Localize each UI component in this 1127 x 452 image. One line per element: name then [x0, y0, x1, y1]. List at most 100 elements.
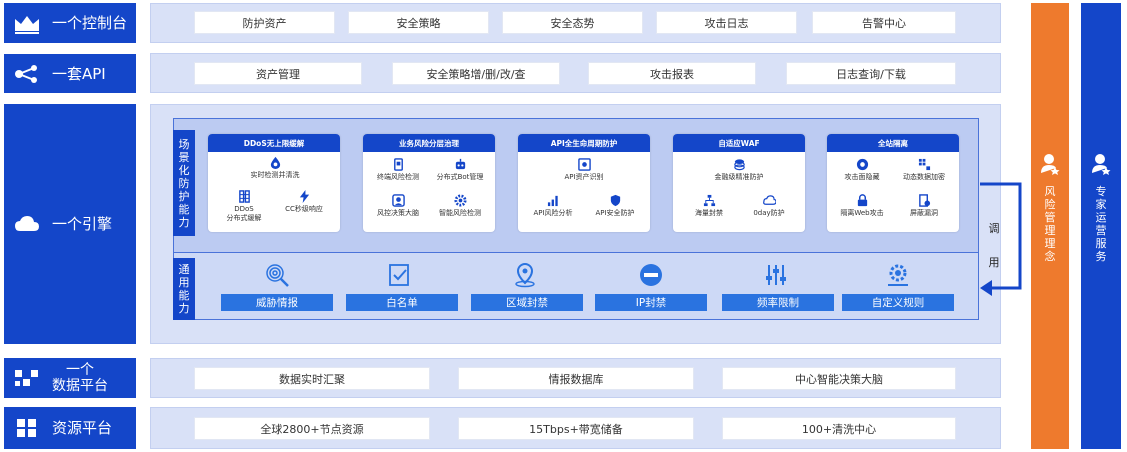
resource-chip: 100+清洗中心 — [722, 417, 956, 440]
card-title: DDoS无上限缓解 — [208, 134, 340, 152]
card-item: 动态数据加密 — [891, 158, 957, 182]
scene-card-api: API全生命周期防护 API资产识别 API风险分析 API安全防护 — [518, 134, 650, 232]
row-label-text: 一套API — [52, 64, 106, 83]
card-title: API全生命周期防护 — [518, 134, 650, 152]
card-title: 业务风险分层治理 — [363, 134, 495, 152]
resource-chip: 15Tbps+带宽储备 — [458, 417, 694, 440]
api-chip: 日志查询/下载 — [786, 62, 956, 85]
card-item: 屏蔽漏洞 — [891, 194, 957, 218]
user-star-icon — [1092, 154, 1111, 175]
card-item: 分布式Bot管理 — [427, 158, 493, 182]
grid-icon — [17, 419, 36, 437]
common-item-custom-rule: 自定义规则 — [842, 262, 954, 314]
row-label-control: 一个控制台 — [4, 3, 136, 43]
common-item-rate-limit: 频率限制 — [722, 262, 834, 314]
common-item-ip-block: IP封禁 — [595, 262, 707, 314]
drop-scan-icon — [270, 156, 280, 169]
scene-card-isolation: 全站隔离 攻击面隐藏 动态数据加密 隔离Web攻击 屏蔽漏洞 — [827, 134, 959, 232]
card-item: CC秒级响应 — [274, 190, 334, 214]
resource-chip: 全球2800+节点资源 — [194, 417, 430, 440]
control-chip: 安全策略 — [348, 11, 489, 34]
card-item: 智能风险检测 — [427, 194, 493, 218]
card-title: 自适应WAF — [673, 134, 805, 152]
common-item-threat-intel: 威胁情报 — [221, 262, 333, 314]
location-pin-icon — [515, 262, 535, 288]
row-label-resource: 资源平台 — [4, 407, 136, 449]
card-item: 隔离Web攻击 — [831, 194, 893, 218]
scene-card-waf: 自适应WAF 金融级精准防护 海量封禁 0day防护 — [673, 134, 805, 232]
cloud-shield-icon — [762, 195, 776, 205]
risk-management-column: 风险管理理念 — [1031, 3, 1069, 449]
scene-card-ddos: DDoS无上限缓解 实时检测并清洗 DDoS 分布式缓解 CC秒级响应 — [208, 134, 340, 232]
card-item: DDoS 分布式缓解 — [214, 190, 274, 223]
api-chip: 安全策略增/删/改/查 — [392, 62, 560, 85]
common-item-label: 频率限制 — [722, 294, 834, 311]
shield-icon — [610, 194, 620, 207]
control-chip: 告警中心 — [812, 11, 956, 34]
fingerprint-icon — [266, 264, 289, 287]
bot-icon — [455, 158, 465, 170]
common-item-region-block: 区域封禁 — [471, 262, 583, 314]
card-item: 风控决策大脑 — [367, 194, 429, 218]
crown-chart-icon — [15, 16, 39, 34]
card-item: 攻击面隐藏 — [831, 158, 893, 182]
row-label-data: 一个 数据平台 — [4, 358, 136, 398]
gear-settings-icon — [888, 264, 908, 286]
api-chip: 资产管理 — [194, 62, 362, 85]
eye-hide-icon — [856, 158, 868, 171]
api-asset-icon — [577, 158, 591, 171]
data-encrypt-icon — [918, 158, 930, 171]
scene-label: 场景化防护能力 — [173, 130, 195, 236]
block-icon — [640, 264, 662, 286]
risk-management-label: 风险管理理念 — [1044, 185, 1056, 263]
row-label-text: 一个 数据平台 — [52, 362, 108, 394]
expert-service-column: 专家运营服务 — [1081, 3, 1121, 449]
control-chip: 安全态势 — [502, 11, 643, 34]
data-blocks-icon — [15, 370, 38, 386]
card-item: API风险分析 — [522, 194, 584, 218]
scene-card-business-risk: 业务风险分层治理 终端风险检测 分布式Bot管理 风控决策大脑 智能风险检测 — [363, 134, 495, 232]
common-item-label: 白名单 — [346, 294, 458, 311]
card-item: 终端风险检测 — [367, 158, 429, 182]
card-item: 海量封禁 — [679, 194, 739, 218]
card-item: API资产识别 — [548, 158, 620, 182]
common-item-label: IP封禁 — [595, 294, 707, 311]
common-item-label: 自定义规则 — [842, 294, 954, 311]
card-item: 实时检测并清洗 — [240, 156, 310, 180]
coins-icon — [733, 159, 745, 171]
distributed-icon — [238, 190, 250, 203]
common-item-whitelist: 白名单 — [346, 262, 458, 314]
terminal-icon — [393, 158, 403, 171]
risk-brain-icon — [391, 194, 405, 207]
lock-icon — [857, 194, 867, 207]
data-chip: 数据实时汇聚 — [194, 367, 430, 390]
data-chip: 中心智能决策大脑 — [722, 367, 956, 390]
control-chip: 防护资产 — [194, 11, 335, 34]
document-shield-icon — [918, 194, 930, 207]
expert-service-label: 专家运营服务 — [1095, 185, 1107, 263]
row-label-api: 一套API — [4, 54, 136, 93]
cloud-icon — [15, 216, 39, 231]
nodes-icon — [15, 64, 37, 83]
row-label-text: 一个引擎 — [52, 215, 113, 233]
signal-bars-icon — [547, 195, 558, 207]
row-label-text: 资源平台 — [52, 419, 113, 437]
checklist-icon — [389, 264, 409, 286]
row-label-engine: 一个引擎 — [4, 104, 136, 344]
common-label: 通用能力 — [173, 258, 195, 320]
control-chip: 攻击日志 — [656, 11, 797, 34]
card-item: 金融级精准防护 — [701, 158, 777, 182]
common-item-label: 区域封禁 — [471, 294, 583, 311]
network-block-icon — [703, 194, 715, 207]
common-item-label: 威胁情报 — [221, 294, 333, 311]
card-item: 0day防护 — [739, 194, 799, 218]
user-star-icon — [1041, 154, 1060, 175]
data-chip: 情报数据库 — [458, 367, 694, 390]
gear-icon — [453, 194, 467, 207]
call-arrow — [980, 182, 1022, 296]
card-item: API安全防护 — [582, 194, 648, 218]
call-label: 调用 — [988, 222, 1000, 269]
row-label-text: 一个控制台 — [52, 14, 128, 32]
api-chip: 攻击报表 — [588, 62, 756, 85]
card-title: 全站隔离 — [827, 134, 959, 152]
